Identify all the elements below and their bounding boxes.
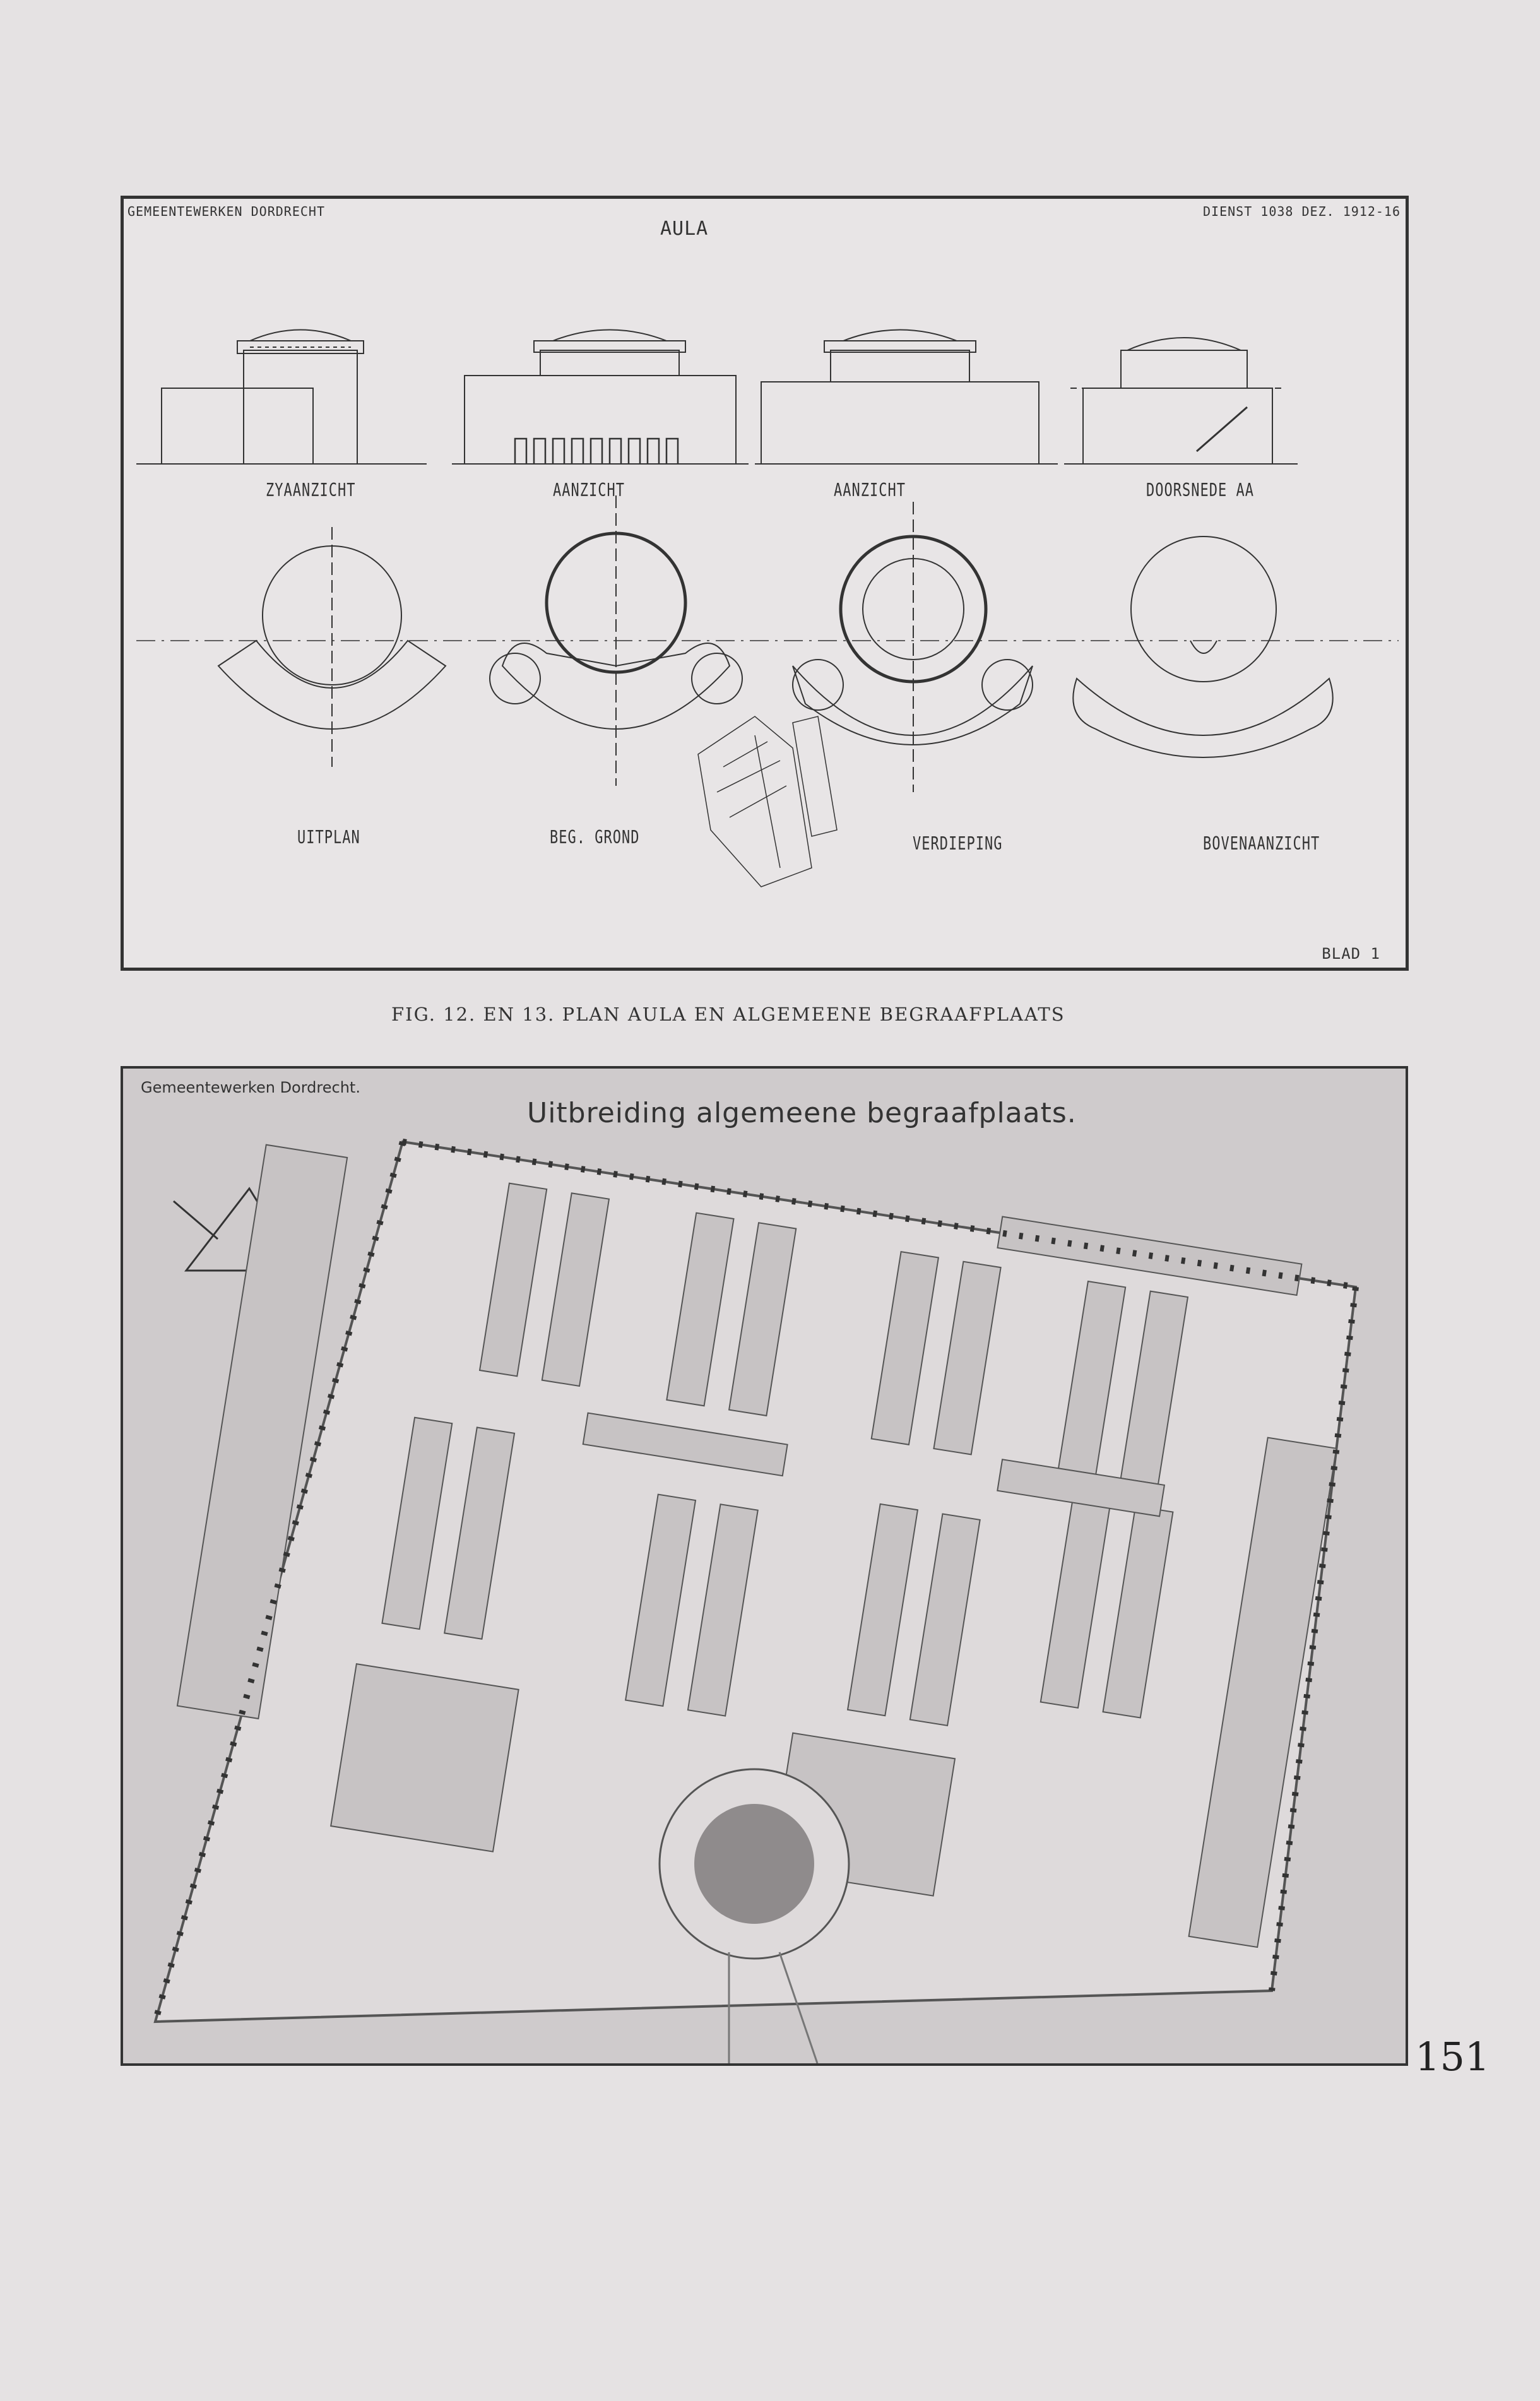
side-elevation bbox=[136, 329, 427, 465]
tree-plantings bbox=[152, 1139, 1359, 2023]
aula-linework bbox=[136, 329, 1399, 887]
plan-label: BOVENAANZICHT bbox=[1203, 834, 1320, 855]
plan-label: BEG. GROND bbox=[550, 827, 640, 848]
grave-fields bbox=[176, 1144, 1337, 1948]
section-aa bbox=[1064, 337, 1298, 465]
elevation-label: DOORSNEDE AA bbox=[1146, 480, 1254, 501]
stamp-label: DIENST 1038 DEZ. 1912-16 bbox=[1203, 204, 1401, 219]
central-roundabout bbox=[658, 1768, 850, 2063]
location-map bbox=[697, 716, 838, 887]
plan-roof bbox=[217, 527, 447, 767]
plan-label: VERDIEPING bbox=[913, 834, 1003, 855]
elevation-label: AANZICHT bbox=[553, 480, 625, 501]
drawing-title: AULA bbox=[660, 218, 709, 240]
plan-ground-floor bbox=[489, 495, 743, 786]
front-elevation bbox=[452, 329, 749, 465]
page-number: 151 bbox=[1415, 2034, 1490, 2080]
figure-caption: FIG. 12. EN 13. PLAN AULA EN ALGEMEENE B… bbox=[391, 1004, 1065, 1025]
aula-drawing: GEMEENTEWERKEN DORDRECHT AULA DIENST 103… bbox=[121, 196, 1409, 971]
plan-label: UITPLAN bbox=[297, 827, 360, 848]
plan-upper-floor bbox=[792, 502, 1033, 792]
plan-title: Uitbreiding algemeene begraafplaats. bbox=[527, 1097, 1077, 1129]
elevation-label: AANZICHT bbox=[834, 480, 906, 501]
cemetery-linework bbox=[152, 1139, 1359, 2063]
office-label: Gemeentewerken Dordrecht. bbox=[141, 1079, 360, 1096]
elevation-label: ZYAANZICHT bbox=[266, 480, 356, 501]
office-label: GEMEENTEWERKEN DORDRECHT bbox=[127, 204, 325, 219]
plan-top-view bbox=[1072, 536, 1334, 758]
rear-elevation bbox=[755, 329, 1058, 465]
sheet-label: BLAD 1 bbox=[1322, 945, 1380, 963]
cemetery-plan: Gemeentewerken Dordrecht. Uitbreiding al… bbox=[121, 1066, 1408, 2066]
